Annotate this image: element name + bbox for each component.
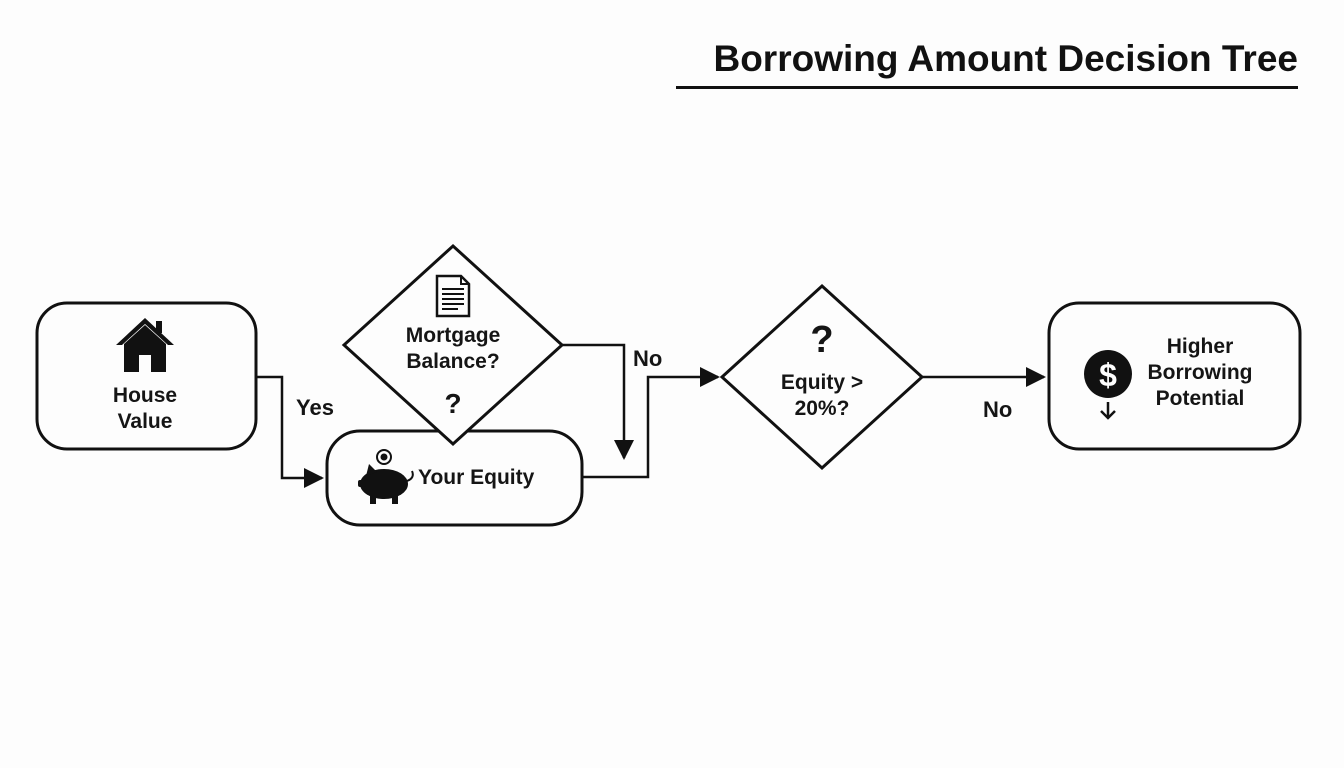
document-icon (435, 274, 471, 318)
mortgage-question-mark: ? (444, 388, 462, 419)
mortgage-balance-line-2: Balance? (406, 350, 500, 373)
edge-label-yes: Yes (296, 395, 334, 420)
dollar-down-icon: $ (1084, 350, 1132, 420)
higher-borrowing-line-3: Potential (1155, 387, 1245, 410)
house-value-line-1: House (112, 384, 178, 407)
node-equity-check (719, 283, 925, 471)
higher-borrowing-line-2: Borrowing (1147, 361, 1253, 384)
house-icon (116, 318, 174, 372)
node-mortgage-balance (341, 243, 565, 447)
svg-text:$: $ (1099, 357, 1117, 393)
edge-mortgage-to-down (562, 343, 634, 460)
edge-house-to-equity (256, 375, 324, 488)
house-value-line-2: Value (117, 410, 173, 433)
higher-borrowing-label: Higher Borrowing Potential (1135, 334, 1265, 412)
edge-label-no-right: No (983, 397, 1013, 422)
equity-check-question-mark: ? (810, 319, 834, 361)
equity-check-line-2: 20%? (794, 397, 850, 420)
equity-check-label: Equity > 20%? (762, 370, 882, 422)
page-title: Borrowing Amount Decision Tree (676, 38, 1298, 89)
mortgage-balance-label: Mortgage Balance? (383, 323, 523, 375)
node-house-value (35, 301, 258, 451)
your-equity-label: Your Equity (418, 466, 535, 489)
edge-label-no-top: No (633, 346, 663, 371)
higher-borrowing-line-1: Higher (1166, 335, 1234, 358)
house-value-label: House Value (90, 383, 200, 435)
edge-equity-to-check (582, 367, 720, 479)
equity-check-line-1: Equity > (780, 371, 864, 394)
piggy-bank-icon (358, 449, 414, 504)
mortgage-balance-line-1: Mortgage (405, 324, 501, 347)
